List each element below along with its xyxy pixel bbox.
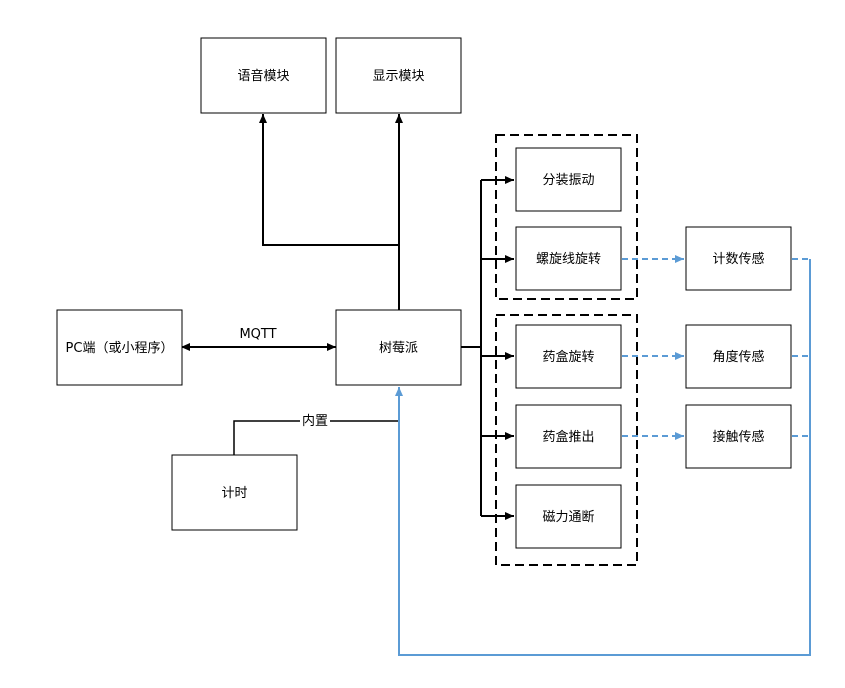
node-voice-label: 语音模块 [237, 68, 289, 84]
actuator-group-1 [495, 134, 638, 300]
node-spiral: 螺旋线旋转 [515, 226, 622, 291]
actuator-group-2 [495, 314, 638, 566]
node-pi-label: 树莓派 [379, 341, 418, 356]
node-vibrate-label: 分装振动 [542, 173, 594, 188]
node-box-push: 药盒推出 [515, 404, 622, 469]
node-count-sensor-label: 计数传感 [712, 251, 764, 267]
node-spiral-label: 螺旋线旋转 [536, 252, 601, 267]
node-box-push-label: 药盒推出 [542, 429, 594, 445]
node-voice: 语音模块 [200, 37, 327, 114]
node-box-rotate: 药盒旋转 [515, 324, 622, 389]
node-count-sensor: 计数传感 [685, 226, 792, 291]
node-display: 显示模块 [335, 37, 462, 114]
node-display-label: 显示模块 [372, 69, 424, 84]
node-magnet: 磁力通断 [515, 484, 622, 549]
node-contact-sensor: 接触传感 [685, 404, 792, 469]
mqtt-label: MQTT [239, 327, 276, 342]
node-magnet-label: 磁力通断 [542, 510, 594, 525]
node-pi: 树莓派 [335, 309, 462, 386]
builtin-label: 内置 [302, 413, 328, 429]
node-timer-label: 计时 [221, 486, 247, 501]
node-pc-label: PC端（或小程序） [66, 341, 174, 356]
node-pc: PC端（或小程序） [56, 309, 183, 386]
node-vibrate: 分装振动 [515, 147, 622, 212]
node-contact-sensor-label: 接触传感 [712, 429, 764, 445]
feedback-return-line [395, 259, 811, 656]
node-angle-sensor: 角度传感 [685, 324, 792, 389]
node-box-rotate-label: 药盒旋转 [542, 349, 594, 365]
node-angle-sensor-label: 角度传感 [712, 349, 764, 365]
builtin-label-bg [300, 412, 330, 428]
node-timer: 计时 [171, 454, 298, 531]
edge-timer-pi [233, 420, 399, 455]
edge-pi-voice [259, 114, 400, 310]
